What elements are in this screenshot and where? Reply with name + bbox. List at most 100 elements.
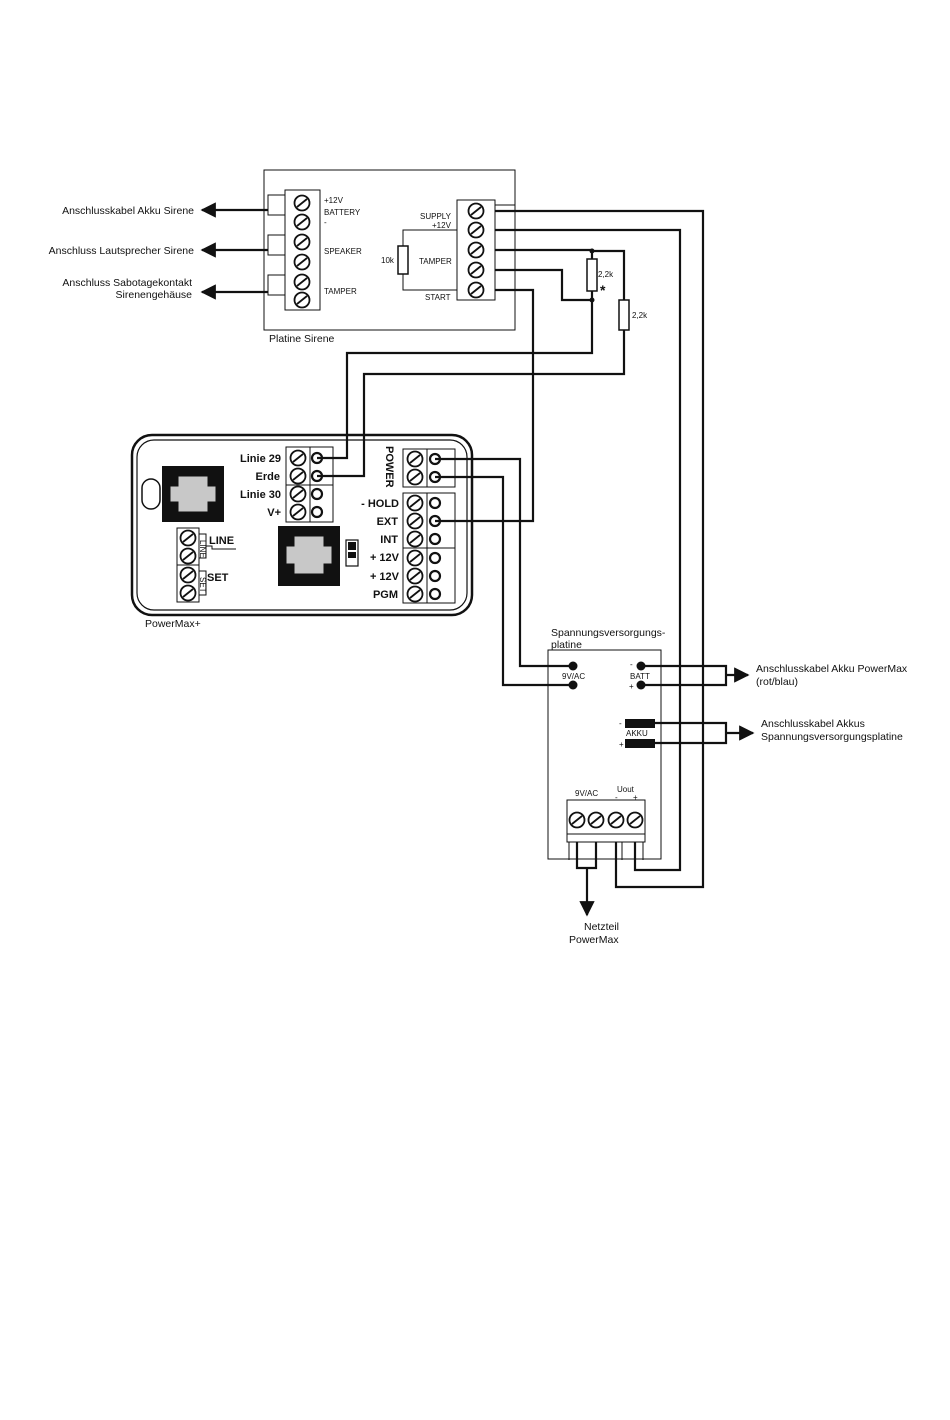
- pin-icon[interactable]: [310, 505, 324, 519]
- pin-icon[interactable]: [428, 532, 442, 546]
- screw-icon[interactable]: [607, 811, 625, 829]
- output-terminal-block: [402, 492, 456, 604]
- pin-icon[interactable]: [310, 487, 324, 501]
- akku-minus-label: -: [619, 719, 622, 728]
- screw-icon[interactable]: [293, 253, 311, 271]
- vac-label: 9V/AC: [562, 672, 585, 681]
- supply-board-title-line2: platine: [551, 639, 582, 651]
- screw-icon[interactable]: [179, 547, 197, 565]
- uout-label: Uout: [617, 785, 635, 794]
- screw-icon[interactable]: [289, 503, 307, 521]
- resistor-10k: [397, 229, 457, 291]
- siren-board: Platine Sirene +12V BATTERY - SPEAKER TA…: [263, 169, 516, 345]
- screw-icon[interactable]: [406, 530, 424, 548]
- batt-plus-label: +: [629, 682, 634, 691]
- power-terminal-block: [402, 448, 456, 488]
- screw-icon[interactable]: [568, 811, 586, 829]
- screw-icon[interactable]: [293, 291, 311, 309]
- supply-board: [547, 649, 662, 860]
- siren-left-terminal-block: [267, 189, 321, 311]
- screw-icon[interactable]: [406, 450, 424, 468]
- power-label: POWER: [383, 446, 395, 488]
- resistor-2k2-a-label: 2,2k: [598, 270, 614, 279]
- screw-icon[interactable]: [293, 213, 311, 231]
- pgm-label: PGM: [373, 589, 398, 601]
- set-small-label: SET: [198, 577, 207, 593]
- akku-powermax-label-line1: Anschlusskabel Akku PowerMax: [756, 663, 908, 675]
- tamper-right-label: TAMPER: [419, 257, 452, 266]
- screw-icon[interactable]: [289, 467, 307, 485]
- supply-board-outline: [547, 649, 662, 860]
- screw-icon[interactable]: [406, 468, 424, 486]
- speaker-label: SPEAKER: [324, 247, 362, 256]
- pin-icon[interactable]: [428, 569, 442, 583]
- akku-label: AKKU: [626, 729, 648, 738]
- start-label: START: [425, 293, 451, 302]
- screw-icon[interactable]: [289, 485, 307, 503]
- line-small-label: LINE: [198, 540, 207, 558]
- screw-icon[interactable]: [587, 811, 605, 829]
- resistor-2k2-b: [618, 299, 630, 331]
- screw-icon[interactable]: [179, 529, 197, 547]
- screw-icon[interactable]: [467, 281, 485, 299]
- screw-icon[interactable]: [179, 566, 197, 584]
- akku-plus-connector[interactable]: [625, 739, 655, 748]
- mount-hole: [141, 478, 161, 510]
- int-label: INT: [380, 534, 398, 546]
- pin-icon[interactable]: [428, 551, 442, 565]
- rj-connector-icon: [162, 466, 224, 522]
- screw-icon[interactable]: [293, 233, 311, 251]
- netzteil-label-line2: PowerMax: [569, 934, 619, 946]
- resistor-2k2-b-label: 2,2k: [632, 311, 648, 320]
- tamper-left-label: TAMPER: [324, 287, 357, 296]
- term-vac-label: 9V/AC: [575, 789, 598, 798]
- akku-sirene-label: Anschlusskabel Akku Sirene: [62, 205, 194, 217]
- screw-icon[interactable]: [406, 585, 424, 603]
- linie-terminal-block: [285, 446, 334, 523]
- batt-label: BATT: [630, 672, 650, 681]
- screw-icon[interactable]: [293, 194, 311, 212]
- screw-icon[interactable]: [467, 202, 485, 220]
- akkus-label-line1: Anschlusskabel Akkus: [761, 718, 865, 730]
- linie30-label: Linie 30: [240, 489, 281, 501]
- netzteil-label-line1: Netzteil: [584, 921, 619, 933]
- pin-icon[interactable]: [428, 496, 442, 510]
- linie29-label: Linie 29: [240, 453, 281, 465]
- battery-label: BATTERY: [324, 208, 361, 217]
- screw-icon[interactable]: [406, 567, 424, 585]
- line-set-terminal-block: [176, 527, 236, 603]
- screw-icon[interactable]: [179, 584, 197, 602]
- screw-icon[interactable]: [626, 811, 644, 829]
- akkus-label-line2: Spannungsversorgungsplatine: [761, 731, 903, 743]
- asterisk-label: *: [600, 282, 606, 298]
- erde-label: Erde: [256, 471, 280, 483]
- screw-icon[interactable]: [467, 261, 485, 279]
- wires: [317, 209, 755, 917]
- screw-icon[interactable]: [467, 221, 485, 239]
- supply-plus-label: +12V: [432, 221, 452, 230]
- supply-label: SUPPLY: [420, 212, 452, 221]
- pin-icon[interactable]: [428, 587, 442, 601]
- plus12v-b-label: + 12V: [370, 571, 400, 583]
- uout-minus-label: -: [615, 793, 618, 802]
- rj-connector-icon: [278, 526, 340, 586]
- screw-icon[interactable]: [289, 449, 307, 467]
- screw-icon[interactable]: [406, 512, 424, 530]
- plus12v-a-label: + 12V: [370, 552, 400, 564]
- screw-icon[interactable]: [293, 273, 311, 291]
- akku-powermax-label-line2: (rot/blau): [756, 676, 798, 688]
- sabotage-label-line2: Sirenengehäuse: [116, 289, 193, 301]
- lautsprecher-label: Anschluss Lautsprecher Sirene: [49, 245, 194, 257]
- batt-minus-label: -: [630, 660, 633, 669]
- sabotage-label-line1: Anschluss Sabotagekontakt: [62, 277, 192, 289]
- akku-minus-connector[interactable]: [625, 719, 655, 728]
- supply-board-title-line1: Spannungsversorgungs-: [551, 627, 666, 639]
- screw-icon[interactable]: [467, 241, 485, 259]
- set-label: SET: [207, 572, 229, 584]
- powermax-title: PowerMax+: [145, 618, 201, 630]
- powermax-board: Linie 29 Erde Linie 30 V+ POWER: [130, 433, 474, 617]
- jumper-icon: [345, 539, 359, 567]
- screw-icon[interactable]: [406, 494, 424, 512]
- screw-icon[interactable]: [406, 549, 424, 567]
